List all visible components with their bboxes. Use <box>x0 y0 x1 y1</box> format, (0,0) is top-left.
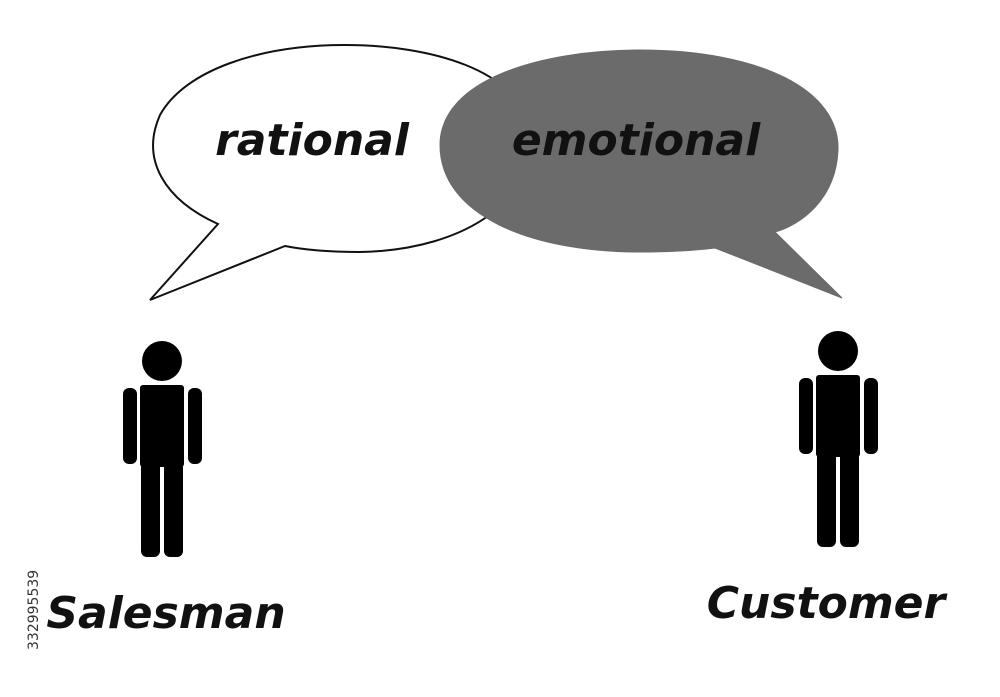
stock-image-id: 332995539 <box>26 569 42 650</box>
rational-speech-bubble: rational <box>149 43 532 301</box>
salesman-right-leg <box>164 462 183 557</box>
customer-torso <box>816 375 860 457</box>
customer-right-arm <box>864 378 878 454</box>
emotional-label: emotional <box>512 115 761 166</box>
salesman-figure <box>123 341 202 557</box>
emotional-bubble-shape <box>439 49 843 299</box>
customer-head <box>818 331 858 371</box>
salesman-left-arm <box>123 388 137 464</box>
salesman-head <box>142 341 182 381</box>
customer-figure <box>799 331 878 547</box>
salesman-torso <box>140 385 184 467</box>
rational-label: rational <box>215 115 410 166</box>
customer-right-leg <box>840 452 859 547</box>
customer-left-leg <box>817 452 836 547</box>
emotional-speech-bubble: emotional <box>439 49 843 299</box>
salesman-right-arm <box>188 388 202 464</box>
rational-bubble-shape <box>149 43 532 301</box>
customer-label: Customer <box>707 578 948 629</box>
salesman-label: Salesman <box>46 588 285 639</box>
customer-left-arm <box>799 378 813 454</box>
salesman-left-leg <box>141 462 160 557</box>
